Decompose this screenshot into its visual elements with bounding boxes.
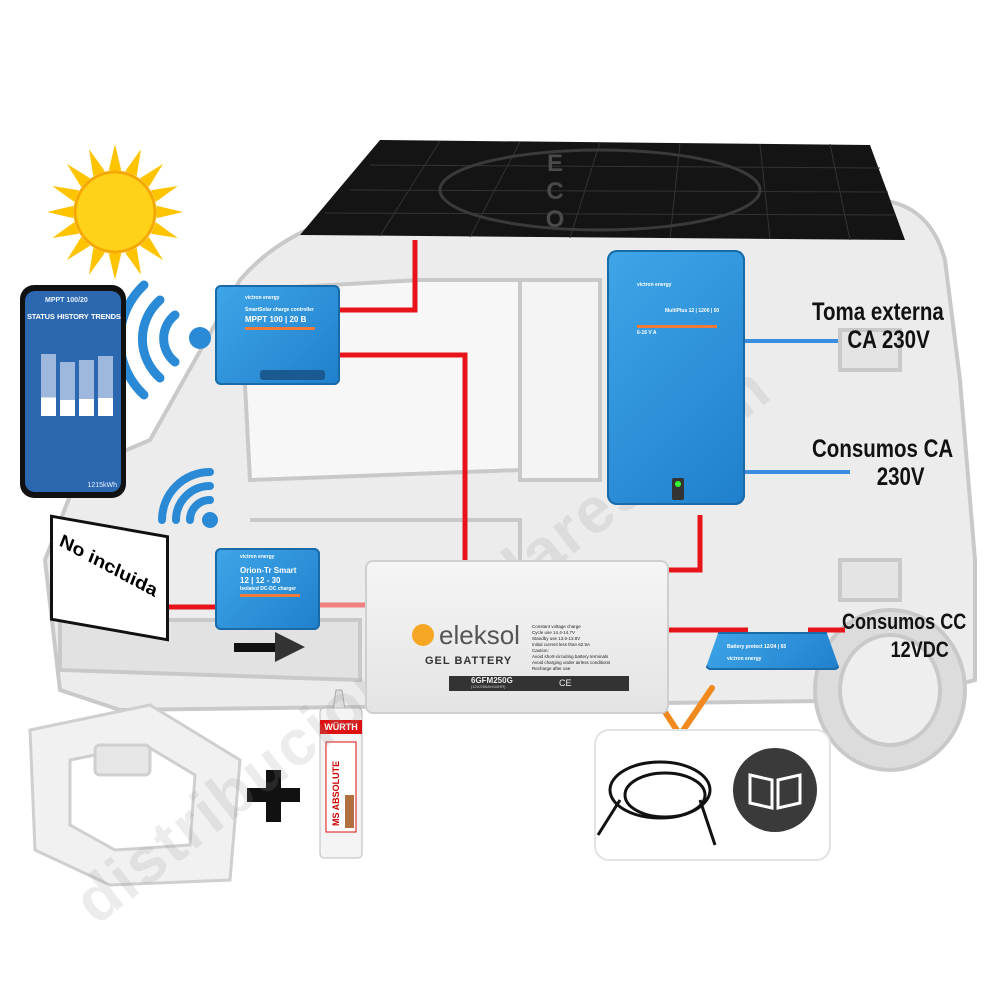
sun-ray: [47, 205, 74, 219]
sun-ray: [66, 163, 91, 188]
app-chart-bar: [98, 356, 113, 416]
sealant-brand: WÜRTH: [324, 722, 358, 732]
sun-ray: [88, 149, 105, 177]
app-footer-value: 1215kWh: [87, 482, 117, 489]
solar-cable-image: [596, 760, 717, 846]
ac-cables: [745, 339, 850, 474]
battery-protect: Battery protect 12/24 | 65 victron energ…: [705, 632, 840, 670]
sun-ray: [125, 149, 142, 177]
dc-dc-charger: victron energy Orion-Tr Smart 12 | 12 - …: [215, 548, 320, 630]
sun-ray: [108, 253, 122, 280]
sun-ray: [139, 236, 164, 261]
sun-ray: [52, 185, 80, 202]
roof-bracket-image: [28, 703, 242, 887]
wifi-signal-icon: [158, 468, 218, 528]
accessories-card: [594, 729, 831, 861]
sun-ray: [66, 236, 91, 261]
not-included-label: No incluida: [56, 531, 161, 602]
sun-ray: [139, 163, 164, 188]
app-tab-trends[interactable]: TRENDS: [91, 312, 121, 321]
app-chart-bar: [79, 360, 94, 416]
inverter-charger: victron energy MultiPlus 12 | 1200 | 50 …: [607, 250, 745, 505]
phone-app-mockup: MPPT 100/20 STATUS HISTORY TRENDS 1215kW…: [20, 285, 126, 498]
app-tab-history[interactable]: HISTORY: [57, 312, 89, 321]
mppt-charge-controller: victron energy SmartSolar charge control…: [215, 285, 340, 385]
app-title: MPPT 100/20: [45, 297, 88, 304]
app-chart-bar: [60, 362, 75, 416]
app-tab-status[interactable]: STATUS: [27, 312, 55, 321]
sun-ray: [108, 144, 122, 171]
solar-panel-brand-mark: ECO: [545, 150, 565, 233]
app-chart-bar: [41, 353, 56, 416]
gel-battery: eleksol GEL BATTERY Constant voltage cha…: [365, 560, 669, 714]
sealant-tube-image: [319, 689, 363, 859]
solar-panel: [300, 140, 905, 241]
sun-ray: [52, 222, 80, 239]
status-led-icon: [672, 478, 684, 500]
eleksol-logo: [412, 624, 434, 646]
sealant-product: MS ABSOLUTE: [331, 760, 341, 826]
arrow-right-icon: [234, 632, 305, 662]
vehicle-battery-not-included: No incluida: [50, 514, 169, 642]
plus-icon: [247, 770, 300, 822]
sun-ray: [150, 185, 178, 202]
sun-ray: [88, 247, 105, 275]
sun-icon: [47, 144, 183, 280]
sun-ray: [150, 222, 178, 239]
manual-icon: [733, 748, 817, 832]
sun-ray: [125, 247, 142, 275]
sun-ray: [156, 205, 183, 219]
